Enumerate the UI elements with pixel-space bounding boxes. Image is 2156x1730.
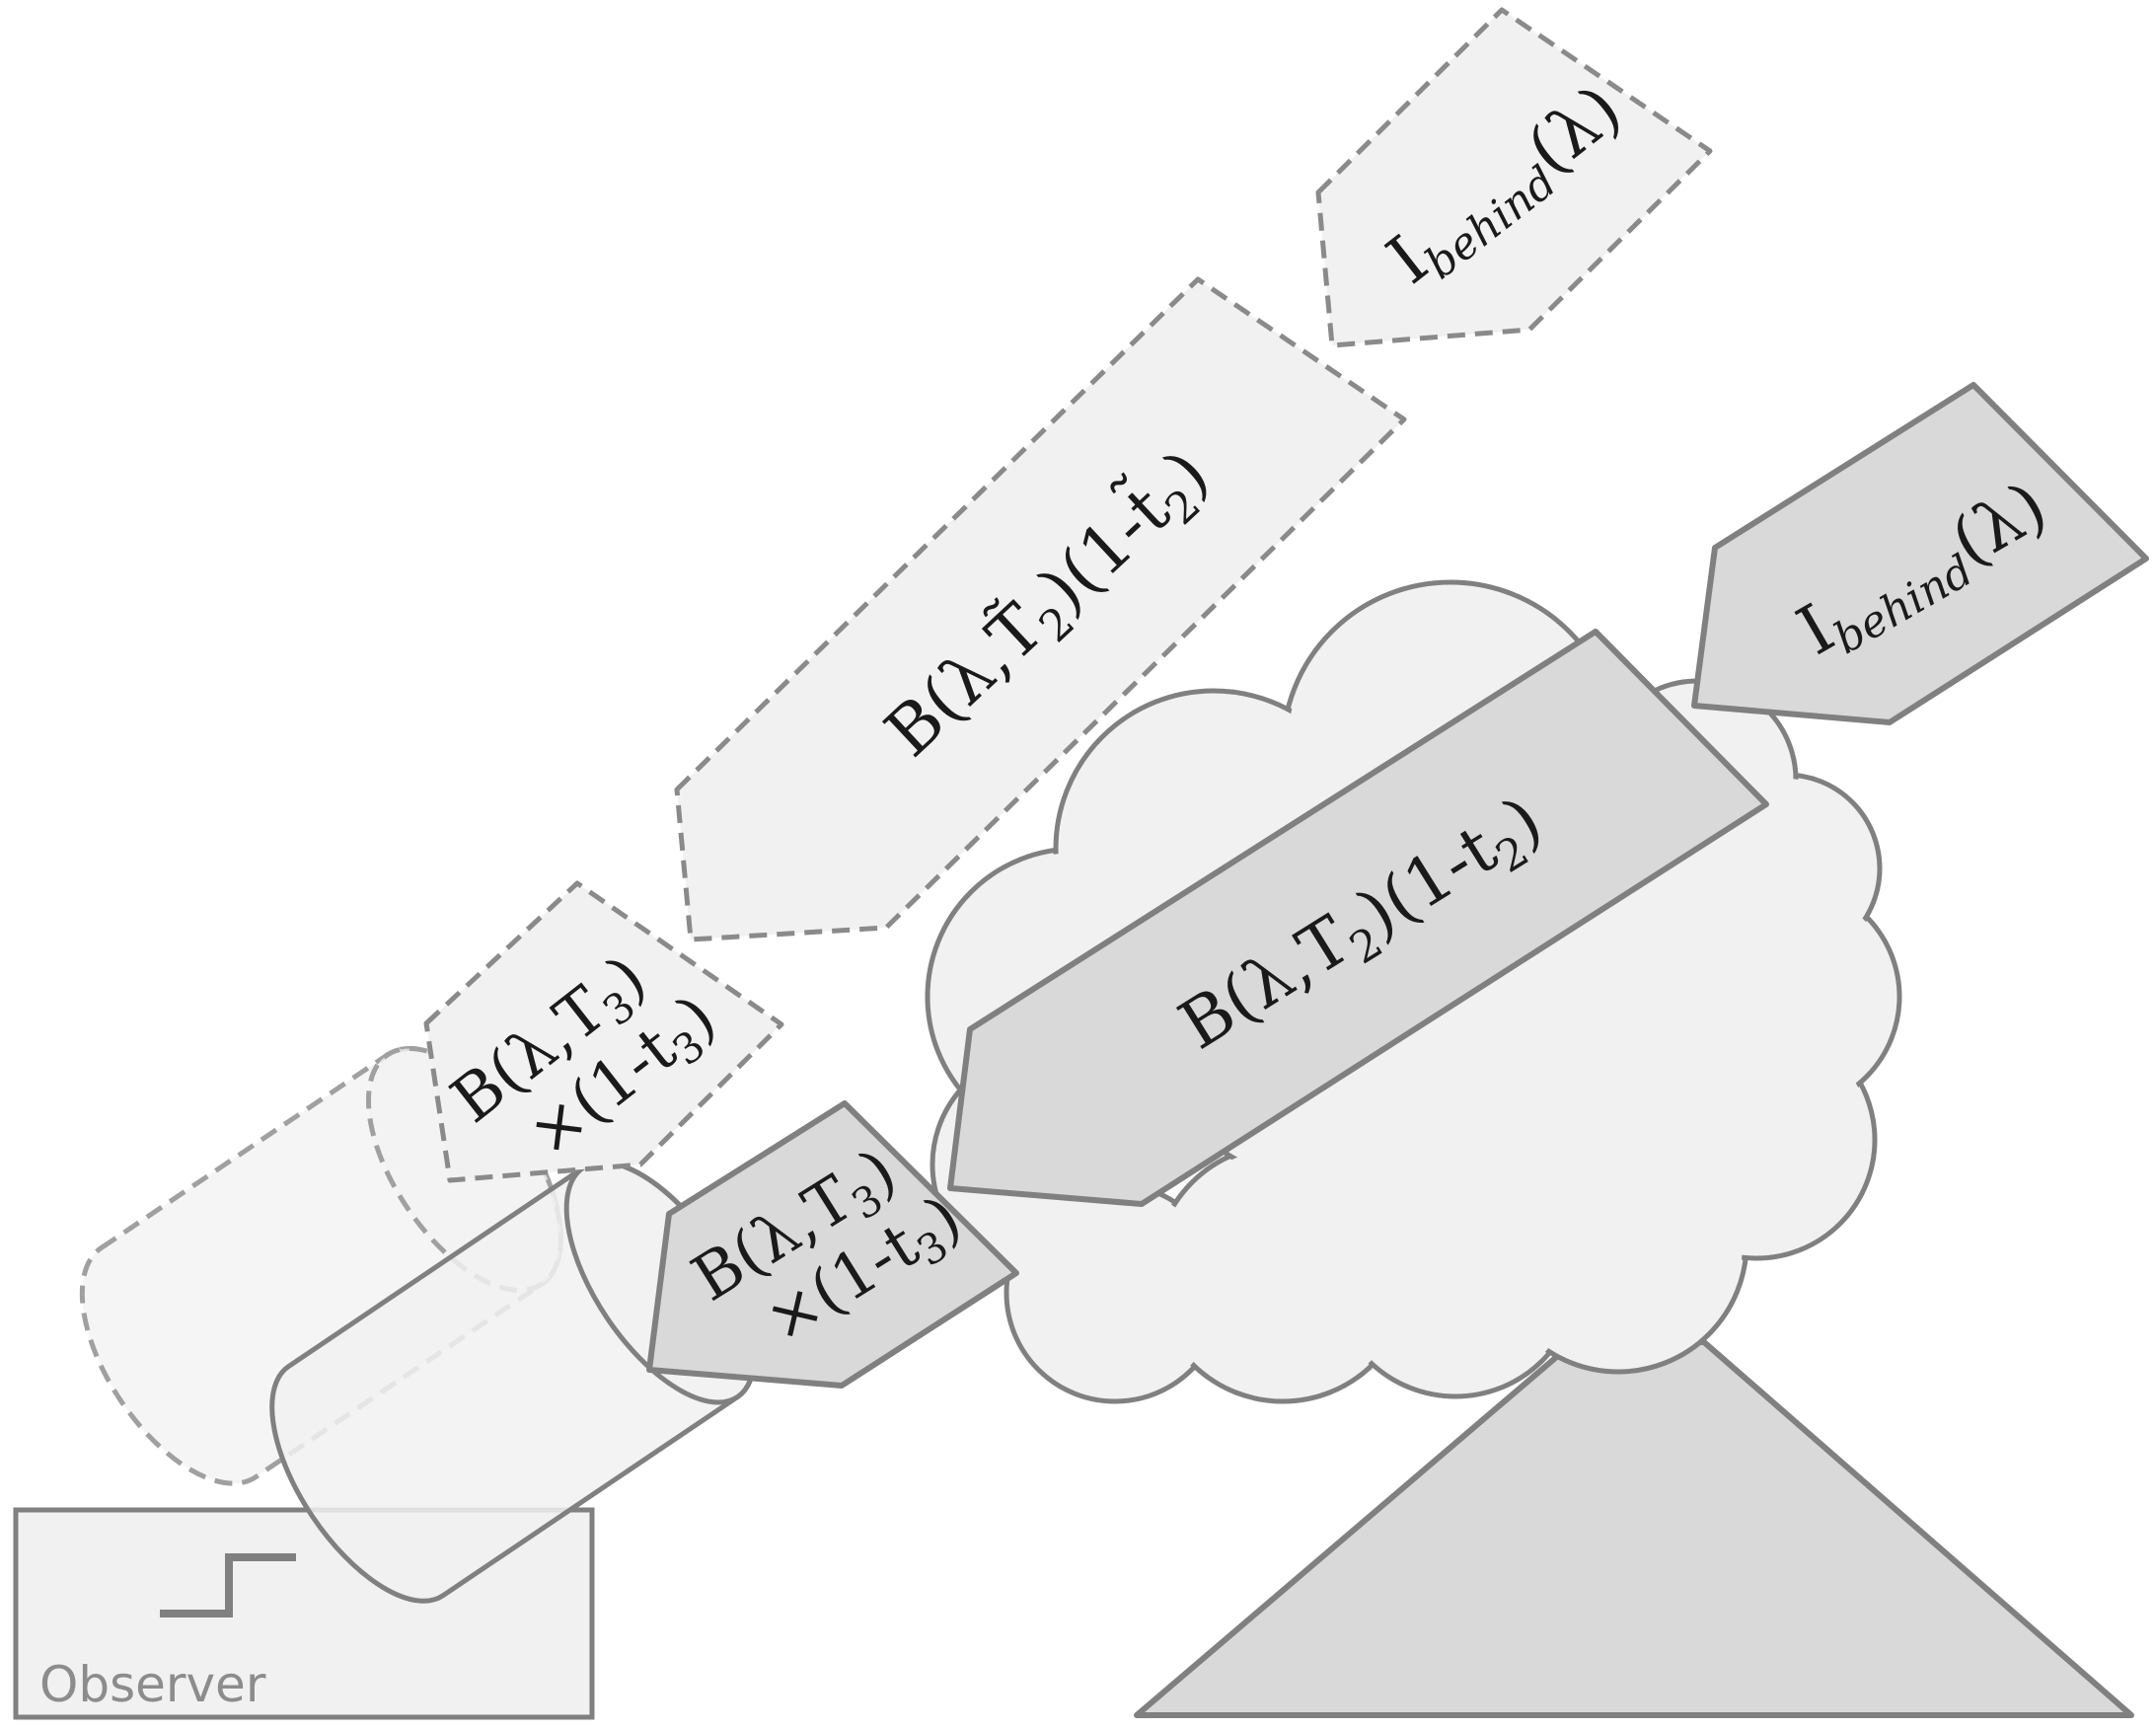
arrow-layer2-foreground bbox=[947, 629, 1769, 1207]
volcano-mountain bbox=[1134, 1339, 2134, 1718]
arrow-behind-foreground bbox=[1691, 382, 2149, 725]
instrument-step-line bbox=[160, 1553, 296, 1617]
arrow-layer3-background bbox=[423, 880, 784, 1183]
observer-label: Observer bbox=[39, 1656, 266, 1713]
arrow-behind-background bbox=[1315, 7, 1713, 348]
arrow-layer3-foreground bbox=[646, 1100, 1019, 1389]
arrow-layer2-background bbox=[674, 276, 1407, 942]
